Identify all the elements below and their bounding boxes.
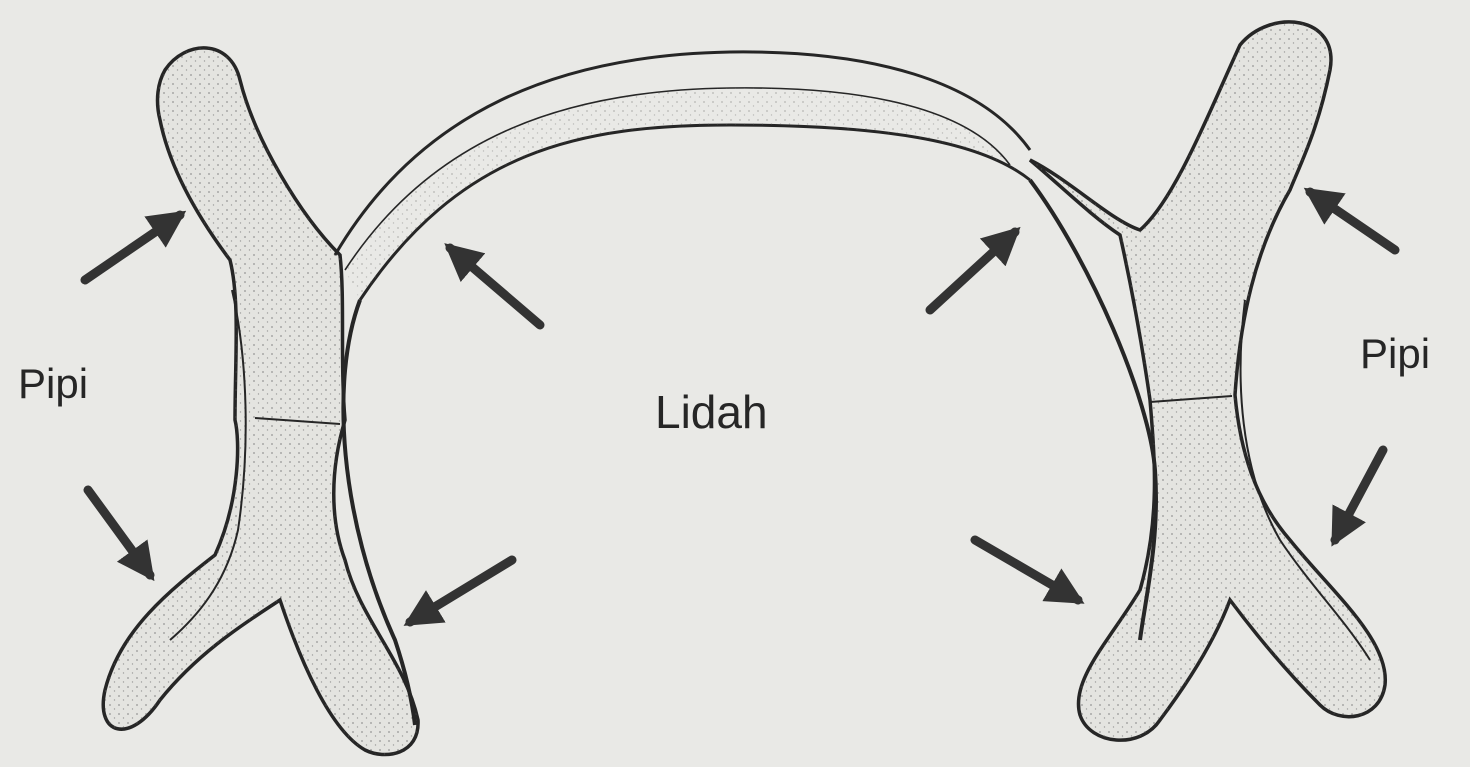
label-cheek-left: Pipi (18, 360, 88, 407)
label-tongue: Lidah (655, 386, 768, 438)
label-cheek-right: Pipi (1360, 330, 1430, 377)
